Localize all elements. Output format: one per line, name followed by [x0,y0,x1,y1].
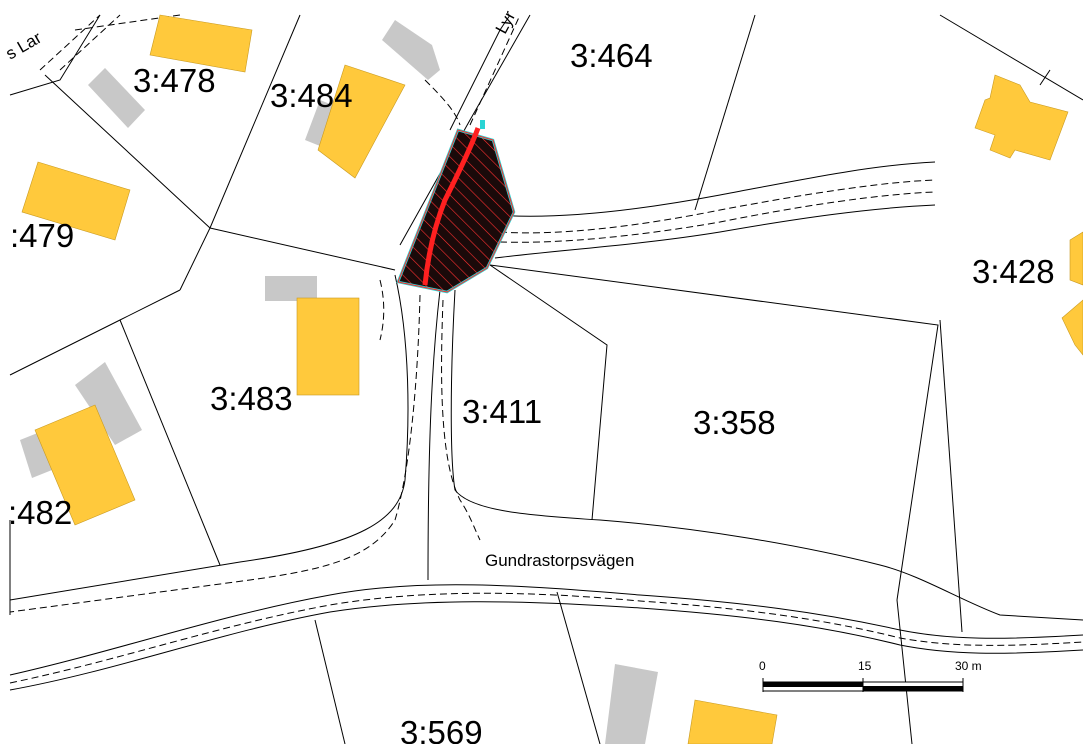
street-label-gundrastorpsvagen: Gundrastorpsvägen [485,551,634,570]
building [296,297,360,396]
parcel-label-3-464: 3:464 [570,37,653,74]
building [1061,299,1083,356]
outbuildings [20,20,658,744]
parcel-labels: 3:478 3:484 3:464 :479 3:428 3:483 3:411… [8,37,1055,744]
parcel-label-3-569: 3:569 [400,714,483,744]
parcel-boundaries [9,14,1083,744]
building [1069,231,1083,286]
parcel-label-3-484: 3:484 [270,77,353,114]
outbuilding [20,432,52,478]
building [21,161,131,241]
scale-bar: 0 15 30 m [759,659,982,692]
parcel-label-3-482: :482 [8,494,72,531]
road-outlines [9,14,1083,691]
building [34,404,136,526]
scale-label-15: 15 [858,659,872,673]
parcel-label-3-479: :479 [10,217,74,254]
outbuilding [88,68,145,128]
parcel-label-3-428: 3:428 [972,253,1055,290]
parcel-label-3-411: 3:411 [462,393,542,430]
parcel-label-3-358: 3:358 [693,404,776,441]
building [687,699,778,744]
outbuilding [75,362,142,445]
building [974,74,1069,161]
scale-label-0: 0 [759,659,766,673]
scale-label-30: 30 m [955,659,982,673]
street-label-top-center: Lyr [492,7,520,37]
outbuilding [382,20,440,80]
highlighted-area[interactable] [396,120,516,294]
building [317,64,406,179]
building [149,14,253,73]
outbuilding [265,276,317,301]
street-label-top-left: s Lar [3,28,46,64]
road-centerlines [9,14,1083,684]
highlight-centerline [422,127,481,286]
parcel-label-3-483: 3:483 [210,380,293,417]
parcel-label-3-478: 3:478 [133,62,216,99]
buildings [21,14,1083,744]
outbuilding [605,664,658,744]
